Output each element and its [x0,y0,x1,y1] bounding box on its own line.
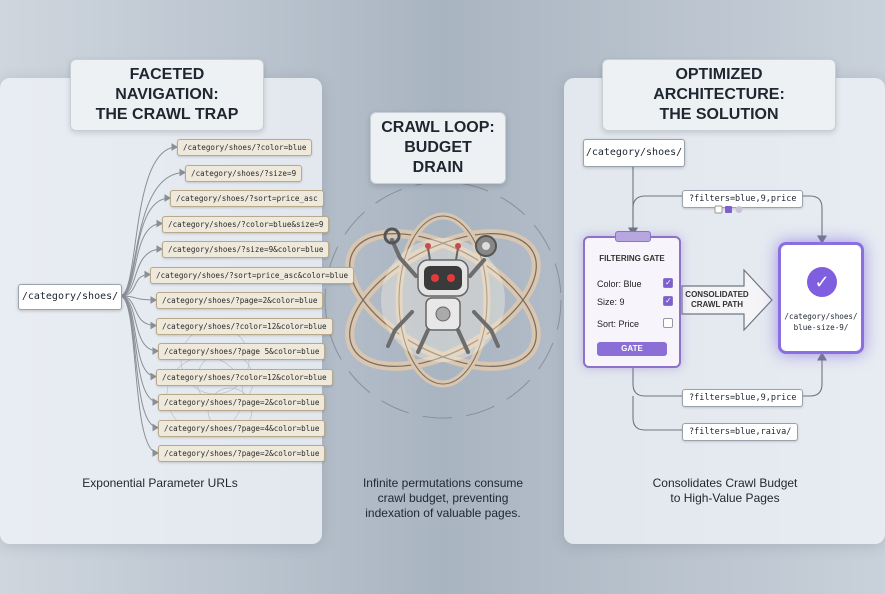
filtering-gate: FILTERING GATE Color: Blue Size: 9 Sort:… [583,236,681,368]
checkbox-checked-icon[interactable] [663,295,673,307]
filter-chip-middle: ?filters=blue,9,price [682,389,804,407]
gate-row-size-label: Size: 9 [597,297,625,307]
target-url-line1: /category/shoes/ [784,312,858,321]
checkbox-unchecked-icon[interactable] [663,318,673,328]
middle-caption-line1: Infinite permutations consume [362,476,524,490]
filter-chip-bottom: ?filters=blue,raiva/ [682,423,799,441]
fan-connector [119,146,178,297]
right-panel-title: OPTIMIZED ARCHITECTURE: THE SOLUTION [602,59,836,131]
consolidated-path-label: CONSOLIDATED CRAWL PATH [684,290,750,310]
arrowhead-icon [152,347,159,355]
arrowhead-icon [144,270,151,279]
url-chip: /category/shoes/?size=9&color=blue [162,241,330,258]
url-chip: /category/shoes/?sort=price_asc&color=bl… [150,266,355,284]
gate-button[interactable]: GATE [597,342,667,356]
fan-connector [119,223,163,297]
url-chip: /category/shoes/?color=blue&size=9 [162,215,330,233]
robot-icon [381,227,505,362]
arrow-label-line1: CONSOLIDATED [685,290,749,299]
gate-row-sort[interactable]: Sort: Price [597,318,673,330]
target-url-line2: blue-size-9/ [793,323,849,332]
url-chip: /category/shoes/?sort=price_asc [170,190,324,207]
middle-caption: Infinite permutations consume crawl budg… [340,476,546,521]
left-caption: Exponential Parameter URLs [82,476,238,490]
url-chip: /category/shoes/?page=4&color=blue [158,419,326,437]
gate-row-sort-label: Sort: Price [597,319,640,329]
filter-checkbox-icons [714,205,743,214]
checkbox-checked-icon[interactable] [663,277,673,289]
gate-row-color[interactable]: Color: Blue [597,277,673,290]
middle-caption-line3: indexation of valuable pages. [365,506,521,520]
fan-lines [119,143,186,457]
url-chip: /category/shoes/?color=12&color=blue [156,317,333,335]
url-chip: /category/shoes/?size=9 [185,164,303,182]
checkmark-icon: ✓ [807,267,837,297]
right-caption-line1: Consolidates Crawl Budget [652,476,798,490]
fan-connector [119,295,159,428]
arrowhead-icon [164,194,171,202]
fan-connector [119,172,186,297]
fan-connector [119,197,171,297]
right-caption: Consolidates Crawl Budget to High-Value … [620,476,830,506]
left-title-line2: THE CRAWL TRAP [95,106,239,123]
solution-connectors [628,165,827,431]
arrowhead-icon [152,423,159,432]
right-caption-line2: to High-Value Pages [670,491,780,505]
right-title-line1: OPTIMIZED ARCHITECTURE: [653,66,785,103]
arrowhead-icon [156,219,163,228]
url-chip: /category/shoes/?color=12&color=blue [156,368,333,386]
filter-chip-top: ?filters=blue,9,price [682,190,804,208]
gate-row-size[interactable]: Size: 9 [597,295,673,308]
arrowhead-icon [150,321,157,330]
arrow-label-line2: CRAWL PATH [691,300,743,309]
consolidated-arrow [681,268,773,332]
arrowhead-icon [156,245,163,253]
clipboard-clip-icon [615,231,651,242]
arrowhead-icon [150,372,157,381]
middle-title-line2: BUDGET DRAIN [404,139,472,176]
category-url-box: /category/shoes/ [583,139,685,167]
arrowhead-icon [152,398,159,406]
left-title-line1: FACETED NAVIGATION: [115,66,219,103]
gate-row-color-label: Color: Blue [597,279,642,289]
middle-caption-line2: crawl budget, preventing [377,491,509,505]
root-url-chip: /category/shoes/ [18,284,122,310]
url-chip: /category/shoes/?page=2&color=blue [158,445,326,462]
url-chip: /category/shoes/?color=blue [177,139,313,156]
url-chip: /category/shoes/?page=2&color=blue [158,394,326,411]
gate-title: FILTERING GATE [599,254,665,263]
url-chip: /category/shoes/?page=2&color=blue [156,292,324,309]
left-panel-title: FACETED NAVIGATION: THE CRAWL TRAP [70,59,264,131]
arrowhead-icon [179,168,186,177]
fan-connector [119,295,159,454]
target-page-card: ✓ /category/shoes/ blue-size-9/ [778,242,864,354]
middle-panel-title: CRAWL LOOP: BUDGET DRAIN [370,112,506,184]
right-title-line2: THE SOLUTION [659,106,779,123]
arrowhead-icon [171,143,178,151]
arrowhead-icon [152,449,159,457]
middle-title-line1: CRAWL LOOP: [381,119,495,136]
url-chip: /category/shoes/?page 5&color=blue [158,343,326,360]
target-url: /category/shoes/ blue-size-9/ [781,311,861,333]
arrowhead-icon [150,296,157,304]
fan-connector [119,248,163,297]
